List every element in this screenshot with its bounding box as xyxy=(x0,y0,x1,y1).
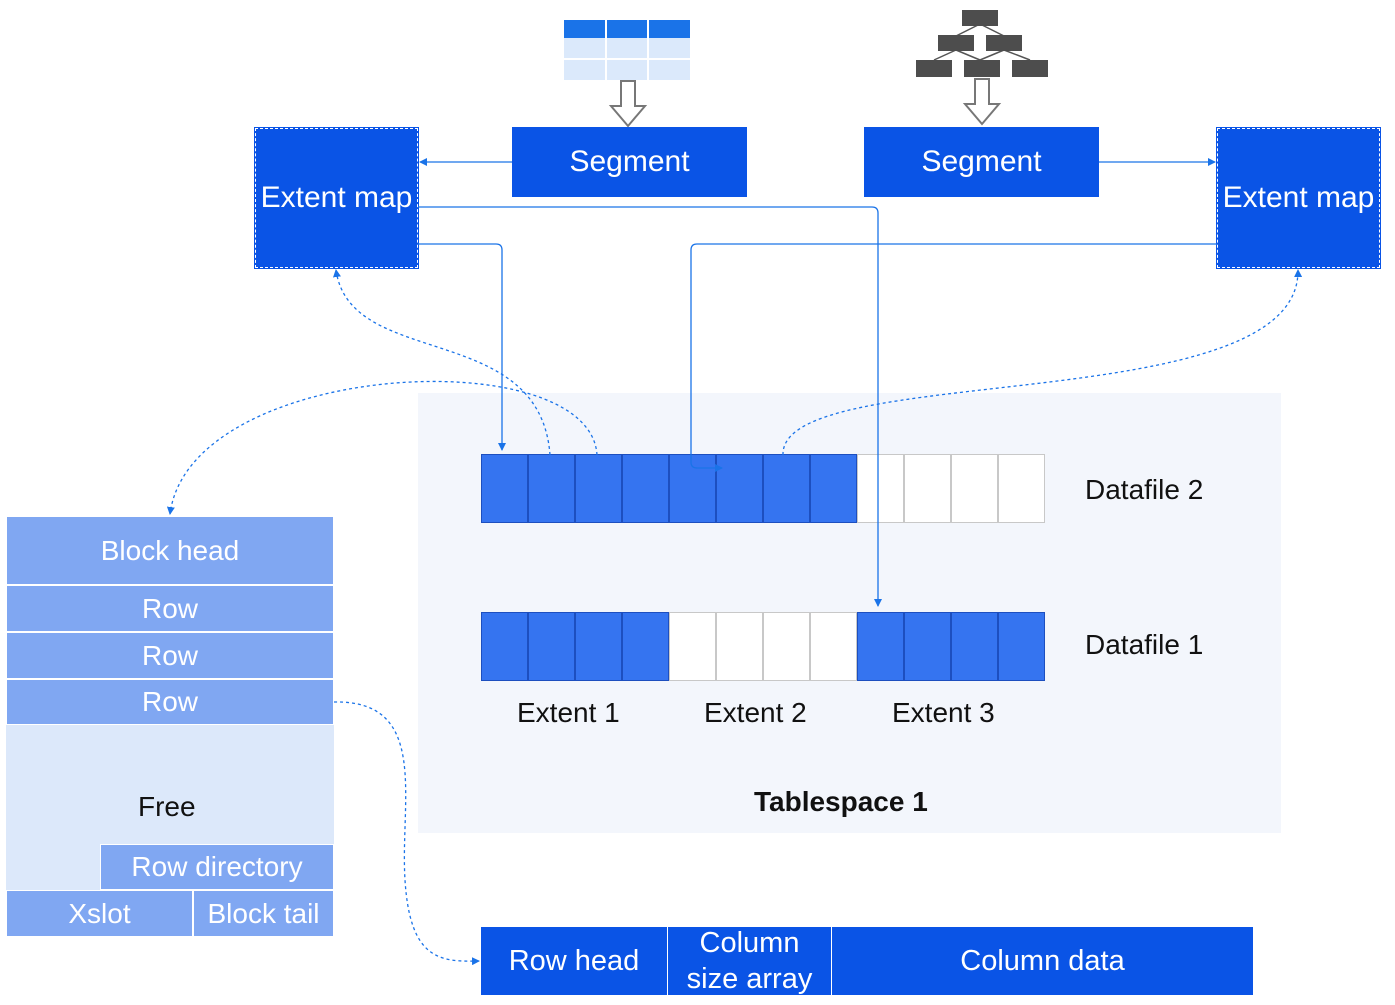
row-directory: Row directory xyxy=(100,844,334,890)
datafile-2-cell xyxy=(716,454,763,523)
datafile-1-cell xyxy=(481,612,528,681)
datafile-2-cell xyxy=(998,454,1045,523)
datafile-2-cell xyxy=(904,454,951,523)
datafile-2-cell xyxy=(669,454,716,523)
block-head: Block head xyxy=(6,516,334,585)
datafile-1-cell xyxy=(951,612,998,681)
datafile-2-label: Datafile 2 xyxy=(1085,474,1204,505)
datafile-1-cell xyxy=(857,612,904,681)
table-icon xyxy=(564,20,690,80)
block-row-3: Row xyxy=(6,679,334,725)
extent-map-left: Extent map xyxy=(254,127,419,269)
block-tail: Block tail xyxy=(193,890,334,937)
column-size-array-line-2: size array xyxy=(686,963,813,995)
datafile-2-cell xyxy=(810,454,857,523)
row-head: Row head xyxy=(481,927,667,995)
datafile-1-cell xyxy=(716,612,763,681)
datafile-1-cell xyxy=(810,612,857,681)
column-size-array-line-1: Column xyxy=(699,927,800,959)
segment-box-right: Segment xyxy=(864,127,1099,197)
datafile-1-label: Datafile 1 xyxy=(1085,629,1204,660)
block-row-1: Row xyxy=(6,585,334,632)
datafile-2-cell xyxy=(481,454,528,523)
index-tree-icon xyxy=(916,10,1048,77)
extent-1-label: Extent 1 xyxy=(517,697,620,728)
column-data: Column data xyxy=(832,927,1253,995)
datafile-2-cell xyxy=(951,454,998,523)
column-size-array: Column size array xyxy=(668,927,831,995)
down-arrow-icon xyxy=(962,78,1002,126)
datafile-1-cell xyxy=(998,612,1045,681)
datafile-2-cell xyxy=(763,454,810,523)
extent-3-label: Extent 3 xyxy=(892,697,995,728)
block-free-label: Free xyxy=(138,791,196,822)
datafile-1-cell xyxy=(622,612,669,681)
block-row-2: Row xyxy=(6,632,334,679)
datafile-1-cell xyxy=(669,612,716,681)
datafile-2-cell xyxy=(575,454,622,523)
xslot: Xslot xyxy=(6,890,193,937)
datafile-2-cell xyxy=(528,454,575,523)
datafile-1-cell xyxy=(575,612,622,681)
datafile-2-cell xyxy=(857,454,904,523)
datafile-1-cell xyxy=(904,612,951,681)
extent-2-label: Extent 2 xyxy=(704,697,807,728)
extent-map-right: Extent map xyxy=(1216,127,1381,269)
datafile-1-cell xyxy=(528,612,575,681)
datafile-2-cell xyxy=(622,454,669,523)
down-arrow-icon xyxy=(608,80,648,128)
datafile-1-cell xyxy=(763,612,810,681)
tablespace-title: Tablespace 1 xyxy=(754,786,928,817)
segment-box-left: Segment xyxy=(512,127,747,197)
